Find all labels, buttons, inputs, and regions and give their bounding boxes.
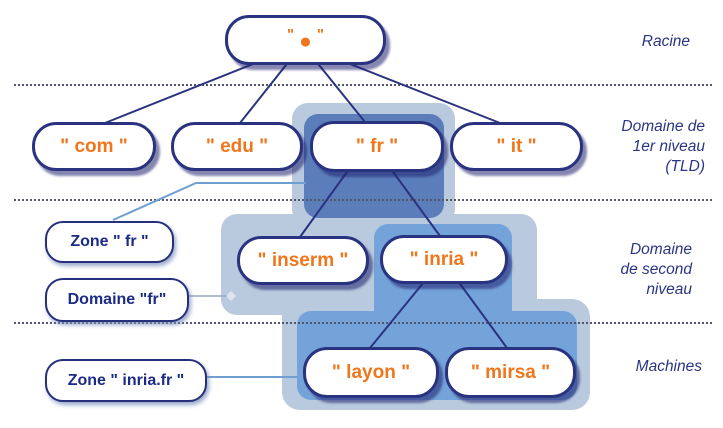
zone-fr-label: Zone " fr " [45,221,174,263]
domaine-fr-label: Domaine "fr" [45,278,189,322]
level-label-tld-line2: 1er niveau [632,138,705,155]
edge-root-fr [314,59,366,123]
level-label-tld-line1: Domaine de [621,118,705,135]
level-label-racine: Racine [641,33,690,50]
tree-edge-lines [104,59,508,349]
node-com: " com " [32,122,156,171]
node-mirsa: " mirsa " [445,347,576,398]
node-edu: " edu " [171,122,303,171]
node-fr: " fr " [310,121,444,172]
edge-inria-mirsa [454,276,508,349]
node-inria: " inria " [380,235,508,284]
edge-fr-inserm [299,164,353,238]
node-it: " it " [450,122,583,171]
level-label-second-line2: de second [620,261,692,278]
level-label-second-line3: niveau [646,281,692,298]
root-open-quote: " [287,25,295,43]
level-separator-racine-tld [14,84,712,86]
edge-root-com [104,59,264,124]
level-separator-tld-second [14,199,712,201]
connector-zone-fr [112,182,306,221]
zone-inria-fr-label: Zone " inria.fr " [45,359,207,402]
edge-root-edu [239,59,291,124]
level-label-machines: Machines [635,358,702,375]
level-separator-second-machines [14,322,712,324]
node-inserm: " inserm " [237,236,369,285]
edge-fr-inria [387,164,441,237]
level-label-tld-line3: (TLD) [665,158,705,175]
level-label-second-niveau: Domaine de second niveau [560,240,692,300]
node-root: " ● " [225,15,386,65]
node-layon: " layon " [303,347,439,398]
level-label-second-line1: Domaine [629,241,692,258]
edge-root-it [339,59,501,124]
root-close-quote: " [316,25,324,43]
edge-inria-layon [369,276,429,349]
connector-domaine-fr-diamond [226,291,236,301]
level-label-tld: Domaine de 1er niveau (TLD) [560,117,705,177]
